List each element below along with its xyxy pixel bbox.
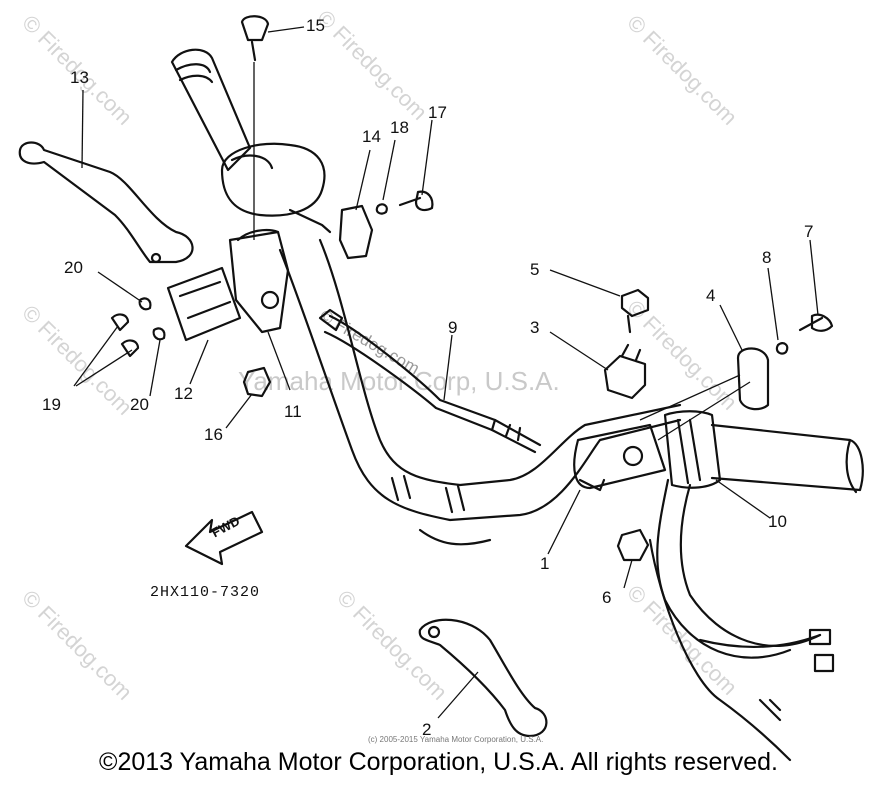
callout-11: 11 [284, 402, 302, 421]
fwd-arrow-shape [184, 510, 264, 566]
clutch-lever [18, 141, 194, 264]
part-number: 2HX110-7320 [150, 584, 261, 601]
bolt-17 [398, 190, 434, 212]
brake-lever-holder [573, 423, 667, 492]
left-grip [170, 48, 252, 172]
screw-19a [110, 313, 130, 332]
bracket-14 [338, 204, 374, 260]
handlebar-tube [278, 238, 682, 546]
callout-10: 10 [768, 512, 787, 531]
brake-switch [603, 354, 647, 400]
callout-16: 16 [204, 425, 223, 444]
callout-4: 4 [706, 286, 716, 305]
washer-8 [775, 342, 789, 355]
washer-20b [152, 327, 166, 341]
callout-13: 13 [70, 68, 89, 87]
throttle-housing [220, 142, 332, 234]
callout-17: 17 [428, 103, 447, 122]
callout-5: 5 [530, 260, 540, 279]
callout-7: 7 [804, 222, 814, 241]
callout-6: 6 [602, 588, 612, 607]
watermark-small: (c) 2005-2015 Yamaha Motor Corporation, … [368, 735, 544, 744]
clutch-lever-holder [228, 229, 290, 334]
callout-20a: 20 [64, 258, 83, 277]
bolt-15 [240, 15, 270, 62]
clutch-switch [166, 266, 242, 342]
right-grip [663, 410, 864, 494]
callout-19: 19 [42, 395, 61, 414]
callout-20b: 20 [130, 395, 149, 414]
bolt-7 [798, 313, 834, 332]
clutch-cable [318, 308, 542, 454]
nut-16 [242, 366, 272, 398]
copyright-footer: ©2013 Yamaha Motor Corporation, U.S.A. A… [99, 748, 778, 776]
callout-12: 12 [174, 384, 193, 403]
brake-lever [418, 618, 548, 738]
callout-3: 3 [530, 318, 540, 337]
watermark-center: Yamaha Motor Corp, U.S.A. [238, 366, 560, 396]
callout-8: 8 [762, 248, 772, 267]
callout-15: 15 [306, 16, 325, 35]
wiring-harness [648, 478, 835, 762]
callout-1: 1 [540, 554, 550, 573]
callout-18: 18 [390, 118, 409, 137]
callout-9: 9 [448, 318, 458, 337]
nut-6 [616, 528, 650, 562]
leader-lines [73, 26, 819, 719]
screw-19b [120, 339, 140, 358]
callout-2: 2 [422, 720, 432, 739]
washer-20a [138, 297, 152, 311]
switch-bracket [736, 347, 770, 411]
bolt-5 [620, 288, 650, 334]
callout-14: 14 [362, 127, 381, 146]
washer-18 [375, 203, 388, 215]
